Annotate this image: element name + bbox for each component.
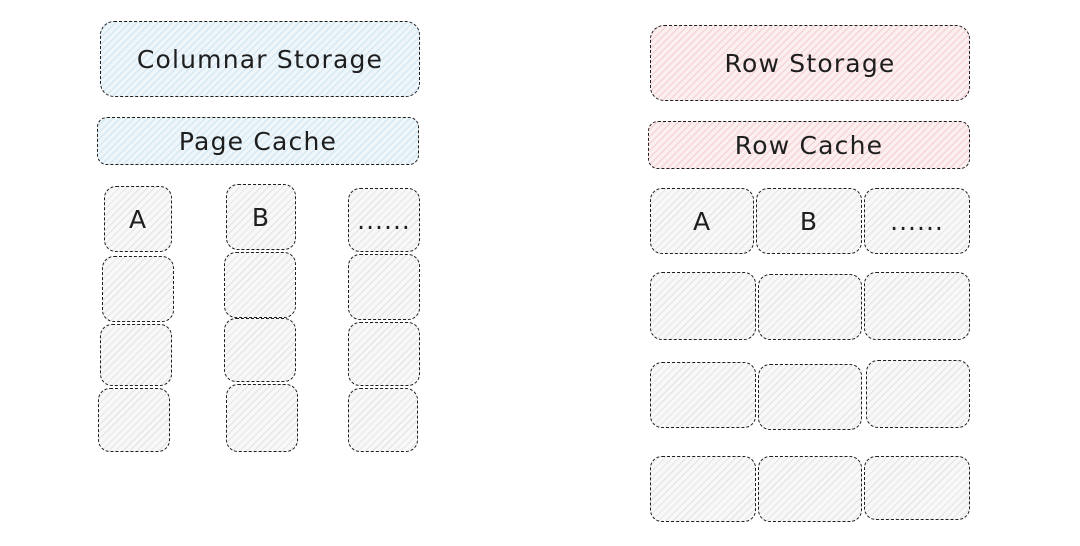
columnar-column-a-cell — [98, 388, 170, 452]
row-cache-label: Row Cache — [734, 130, 884, 160]
row-header-b-label: B — [799, 206, 819, 236]
columnar-column-b-label: B — [251, 202, 271, 232]
row-cell — [758, 364, 862, 430]
row-cell — [864, 456, 970, 520]
row-header-more-label: ...... — [890, 206, 944, 236]
page-cache-label: Page Cache — [178, 126, 338, 156]
columnar-column-a-cell — [100, 324, 172, 386]
row-header-a: A — [650, 188, 754, 254]
columnar-column-more-label: ...... — [357, 205, 411, 235]
columnar-column-b-cell — [224, 318, 296, 382]
row-cell — [866, 360, 970, 428]
row-header-more: ...... — [864, 188, 970, 254]
row-header-b: B — [756, 188, 862, 254]
row-cell — [758, 274, 862, 340]
columnar-column-a-header: A — [104, 186, 172, 252]
row-header-a-label: A — [692, 206, 712, 236]
row-storage-box: Row Storage — [650, 25, 970, 101]
row-cell — [650, 456, 756, 522]
row-cache-box: Row Cache — [648, 121, 970, 169]
columnar-storage-box: Columnar Storage — [100, 21, 420, 97]
columnar-column-b-cell — [226, 384, 298, 452]
columnar-storage-label: Columnar Storage — [136, 44, 384, 74]
row-cell — [864, 272, 970, 340]
row-cell — [650, 362, 756, 428]
columnar-column-b-cell — [224, 252, 296, 318]
row-storage-label: Row Storage — [724, 48, 896, 78]
columnar-column-more-cell — [348, 388, 418, 452]
columnar-column-more-header: ...... — [348, 188, 420, 252]
row-cell — [650, 272, 756, 340]
columnar-column-a-label: A — [128, 204, 148, 234]
columnar-column-b-header: B — [226, 184, 296, 250]
columnar-column-a-cell — [102, 256, 174, 322]
columnar-column-more-cell — [348, 254, 420, 320]
row-cell — [758, 456, 862, 522]
columnar-column-more-cell — [348, 322, 420, 386]
page-cache-box: Page Cache — [97, 117, 419, 165]
